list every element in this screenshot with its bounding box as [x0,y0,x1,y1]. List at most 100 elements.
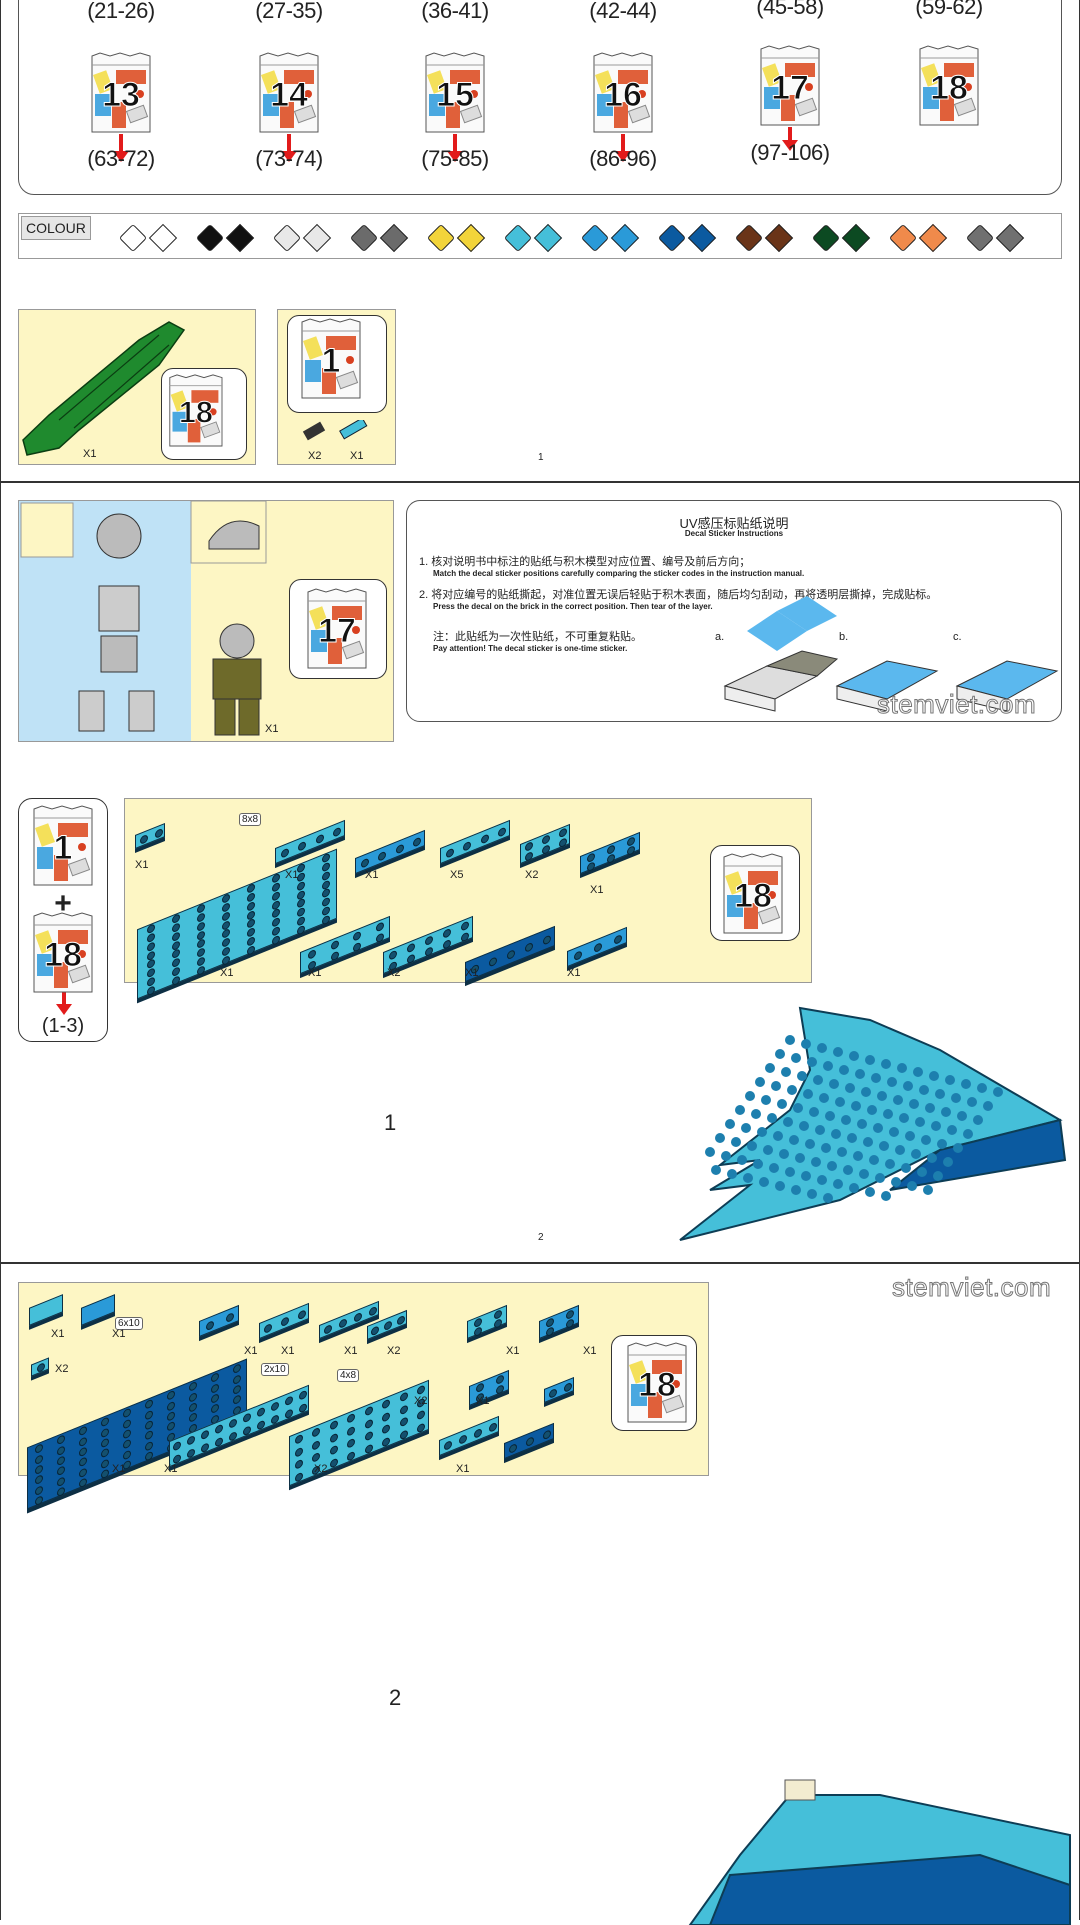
stud [841,1115,851,1125]
stud [823,1061,833,1071]
parts-bag-icon: 13 [90,52,152,134]
parts-bag-icon: 18 [722,853,784,935]
quantity-label: X1 [365,869,379,881]
colour-swatch [687,223,717,253]
stud [903,1081,913,1091]
quantity-label: X1 [244,1345,258,1357]
stud [919,1085,929,1095]
stud [973,1115,983,1125]
bag-range: (75-85) [421,146,489,171]
stud [859,1169,869,1179]
stud [727,1169,737,1179]
colour-swatch [888,223,918,253]
stud [849,1183,859,1193]
svg-text:18: 18 [734,877,772,915]
bag-range: (59-62) [915,0,983,19]
svg-text:14: 14 [270,76,308,114]
brick-part [539,1304,579,1340]
stud [737,1155,747,1165]
stud [815,1125,825,1135]
red-arrow [56,991,72,1015]
stud [799,1121,809,1131]
parts-bag-icon: 17 [759,45,821,127]
stud [925,1103,935,1113]
colour-swatch [764,223,794,253]
parts-bag-icon: 18 [168,374,224,448]
stud [777,1099,787,1109]
bag-range: (45-58) [756,0,824,19]
brick-part [465,925,555,983]
quantity-label: X1 [164,1463,178,1475]
decal-note-en: Pay attention! The decal sticker is one-… [433,644,628,653]
small-parts-illustration [302,420,368,441]
stud [781,1067,791,1077]
stud [849,1051,859,1061]
bag-range: (63-72) [87,146,155,171]
brick-part [567,926,627,968]
stud [817,1043,827,1053]
page-divider [0,1262,1080,1264]
stud [823,1193,833,1203]
svg-text:18: 18 [638,1366,676,1404]
stud [867,1105,877,1115]
quantity-label: X1 [281,1345,295,1357]
colour-swatch [148,223,178,253]
stud [961,1079,971,1089]
colour-swatch [225,223,255,253]
colour-swatch [657,223,687,253]
stud [953,1143,963,1153]
stud [873,1123,883,1133]
bag-range: (27-35) [255,0,323,23]
svg-text:1: 1 [322,342,341,380]
stud [883,1109,893,1119]
brick-part [259,1302,309,1340]
colour-swatch [995,223,1025,253]
stud [791,1185,801,1195]
stud [911,1149,921,1159]
stud [833,1179,843,1189]
stud [933,1171,943,1181]
parts-bag-icon: 16 [592,52,654,134]
minifigure-illustration [20,501,267,736]
stud [875,1173,885,1183]
stud [807,1057,817,1067]
step-number: 2 [389,1685,402,1710]
stud [947,1125,957,1135]
plus-sign: + [54,887,72,920]
quantity-label: X2 [55,1363,69,1375]
brick-part [520,823,570,865]
stud [881,1191,891,1201]
colour-swatch [533,223,563,253]
stud [835,1097,845,1107]
decal-step1-en: Match the decal sticker positions carefu… [433,569,805,578]
svg-text:18: 18 [44,936,82,974]
stud [793,1103,803,1113]
colour-swatch [841,223,871,253]
colour-swatch [349,223,379,253]
quantity-label: X1 [51,1328,65,1340]
brick-part [135,822,165,850]
stud [847,1133,857,1143]
size-tag: 8x8 [239,813,262,826]
stud [921,1135,931,1145]
bag-range: (21-26) [87,0,155,23]
stud [945,1075,955,1085]
stud [907,1181,917,1191]
stud [887,1077,897,1087]
brick-part [440,819,510,865]
stud [715,1133,725,1143]
decal-note-cn: 注：此贴纸为一次性贴纸，不可重复粘贴。 [433,631,642,643]
parts-bag-icon: 18 [32,912,94,994]
stud [731,1137,741,1147]
stud [935,1089,945,1099]
stud [869,1155,879,1165]
stud [787,1085,797,1095]
colour-swatch [426,223,456,253]
stud [705,1147,715,1157]
svg-text:17: 17 [771,69,809,107]
colour-legend: COLOUR [18,213,1062,259]
stud [785,1035,795,1045]
stud [807,1189,817,1199]
svg-text:16: 16 [604,76,642,114]
